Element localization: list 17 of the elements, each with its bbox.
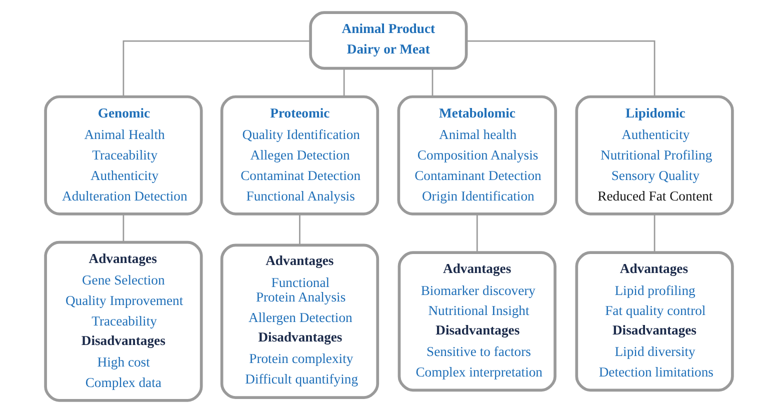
node-box: Metabolomic Animal health Composition Analysis Contaminant Detection Origin Identification	[397, 95, 558, 216]
connector	[476, 214, 478, 252]
node-box: Proteomic Quality Identification Allegen Detection Contaminat Detection Functional Analysis	[220, 95, 380, 216]
connector	[343, 68, 345, 96]
node-box: Advantages Biomarker discovery Nutritional Insight Disadvantages Sensitive to factors Complex interpretation	[398, 251, 556, 392]
connector	[122, 214, 124, 242]
connector	[432, 68, 434, 96]
node-box: Advantages Functional Protein Analysis Allergen Detection Disadvantages Protein complexity Difficult quantifying	[220, 244, 380, 399]
connector	[466, 40, 656, 96]
connector	[654, 214, 656, 252]
node-box: Advantages Gene Selection Quality Improvement Traceability Disadvantages High cost Complex data	[44, 240, 203, 402]
connector	[299, 214, 300, 246]
node-box: Lipidomic Authenticity Nutritional Profiling Sensory Quality Reduced Fat Content	[575, 95, 734, 216]
node-box: Animal Product Dairy or Meat	[309, 11, 468, 70]
node-box: Advantages Lipid profiling Fat quality control Disadvantages Lipid diversity Detection limitations	[575, 251, 734, 392]
node-box: Genomic Animal Health Traceability Authenticity Adulteration Detection	[44, 95, 203, 216]
connector	[122, 40, 310, 96]
